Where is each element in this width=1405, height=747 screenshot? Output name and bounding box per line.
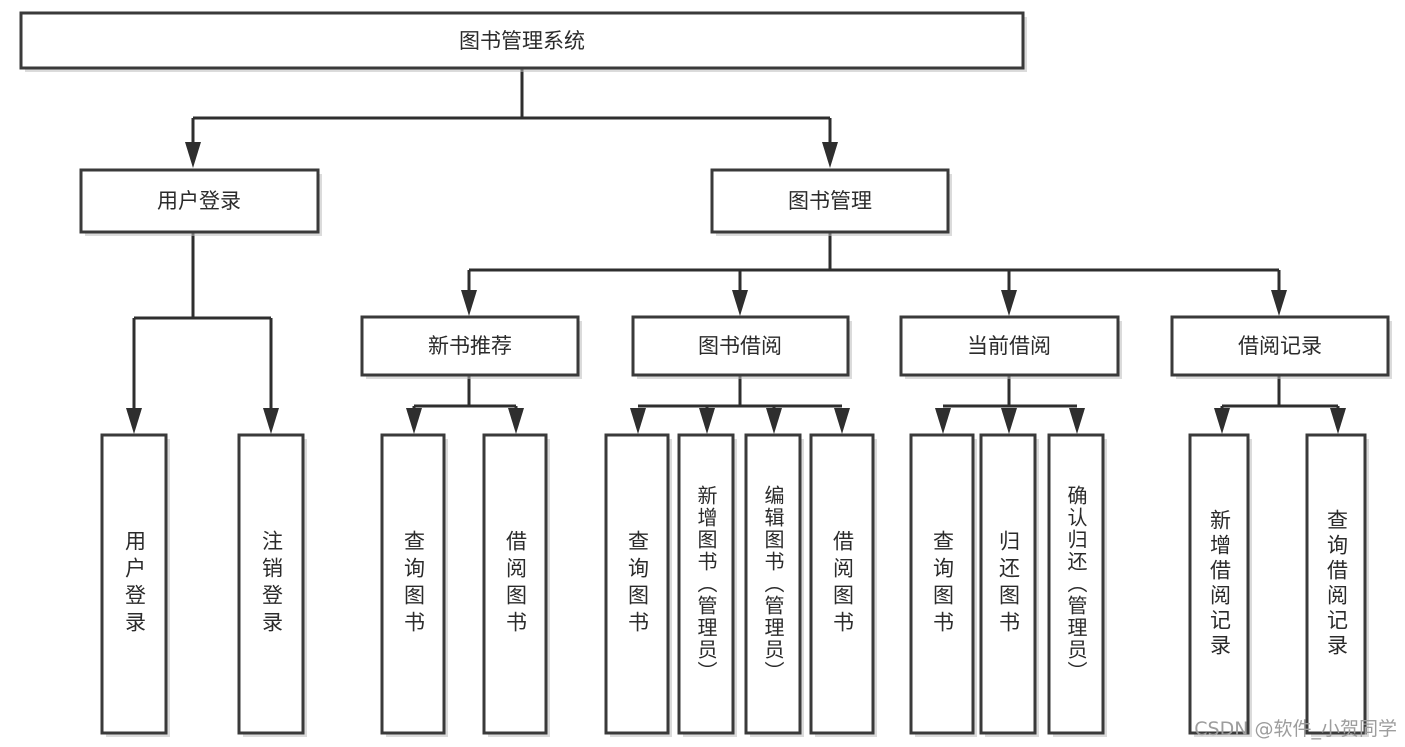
book-borrow-node-label: 图书借阅 <box>698 334 782 358</box>
borrow-record-node[interactable] <box>1170 315 1390 377</box>
borrow-record-node-label: 借阅记录 <box>1238 334 1322 358</box>
current-borrow-node-label: 当前借阅 <box>967 334 1051 358</box>
arrow-leaf-logout <box>263 408 279 434</box>
leaf-return-book-node[interactable] <box>979 433 1037 735</box>
arrow-leaf-borrow-book-2 <box>834 408 850 434</box>
leaf-borrow-book-1-node[interactable] <box>482 433 548 735</box>
arrow-user-login <box>185 142 201 168</box>
arrow-leaf-borrow-book-1 <box>508 408 524 434</box>
arrow-leaf-query-borrow-record <box>1330 408 1346 434</box>
arrow-leaf-edit-book-admin <box>766 408 782 434</box>
leaf-query-book-1-node[interactable] <box>380 433 446 735</box>
arrow-book-management <box>822 142 838 168</box>
leaf-user-login-node[interactable] <box>100 433 168 735</box>
watermark-text: CSDN @软件_小贺同学 <box>1194 718 1397 740</box>
book-borrow-node[interactable] <box>631 315 850 377</box>
arrow-current-borrow <box>1001 290 1017 316</box>
arrow-leaf-query-book-1 <box>406 408 422 434</box>
current-borrow-node[interactable] <box>899 315 1120 377</box>
leaf-add-borrow-record-node[interactable] <box>1188 433 1250 735</box>
arrow-leaf-confirm-return <box>1069 408 1085 434</box>
user-login-node[interactable] <box>79 168 320 234</box>
arrow-leaf-add-book-admin <box>699 408 715 434</box>
arrow-leaf-query-book-3 <box>935 408 951 434</box>
user-login-node-label: 用户登录 <box>157 189 241 213</box>
book-management-node-label: 图书管理 <box>788 189 872 213</box>
node-layer: 图书管理系统 用户登录 图书管理 新书推荐 图书借阅 当前借阅 借阅记录 <box>19 11 1392 737</box>
leaf-edit-book-admin-node[interactable] <box>744 433 802 735</box>
arrow-borrow-record <box>1271 290 1287 316</box>
leaf-add-book-admin-node[interactable] <box>677 433 735 735</box>
book-management-node[interactable] <box>710 168 950 234</box>
arrow-leaf-user-login <box>126 408 142 434</box>
leaf-query-borrow-record-node[interactable] <box>1305 433 1367 735</box>
leaf-borrow-book-2-node[interactable] <box>809 433 875 735</box>
root-node[interactable] <box>19 11 1025 70</box>
leaf-confirm-return-node[interactable] <box>1047 433 1105 735</box>
leaf-query-book-3-node[interactable] <box>909 433 975 735</box>
arrow-leaf-add-borrow-record <box>1214 408 1230 434</box>
arrow-leaf-return-book <box>1001 408 1017 434</box>
arrow-new-book-recommend <box>461 290 477 316</box>
connectors <box>126 68 1346 434</box>
root-node-label: 图书管理系统 <box>459 29 585 53</box>
new-book-recommend-node[interactable] <box>360 315 580 377</box>
arrow-leaf-query-book-2 <box>630 408 646 434</box>
leaf-query-book-2-node[interactable] <box>604 433 670 735</box>
arrow-book-borrow <box>732 290 748 316</box>
new-book-recommend-node-label: 新书推荐 <box>428 334 512 358</box>
leaf-logout-node[interactable] <box>237 433 305 735</box>
